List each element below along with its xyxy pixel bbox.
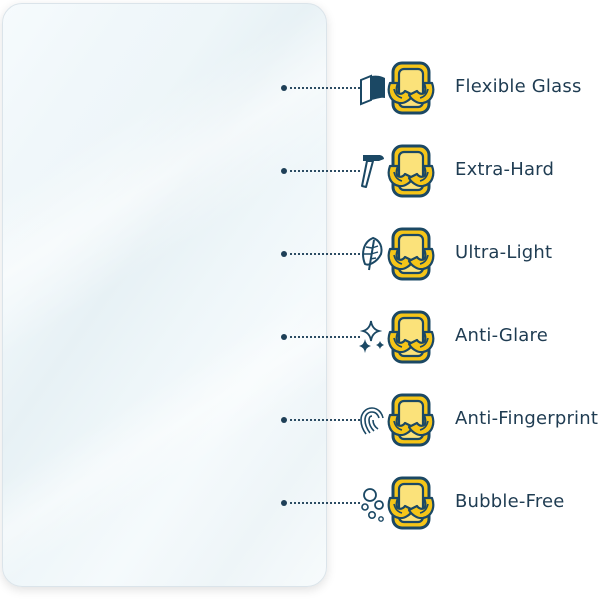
feature-label: Anti-Glare	[455, 325, 548, 346]
feature-anti-fingerprint: Anti-Fingerprint	[281, 392, 600, 448]
leader-dot	[281, 417, 287, 423]
feather-icon	[357, 232, 387, 276]
leader-dot	[281, 334, 287, 340]
leader-line	[290, 502, 360, 504]
feature-extra-hard: Extra-Hard	[281, 143, 600, 199]
feature-label: Ultra-Light	[455, 242, 553, 263]
feature-ultra-light: Ultra-Light	[281, 226, 600, 282]
protector-badge-icon	[385, 476, 437, 530]
feature-flexible-glass: Flexible Glass	[281, 60, 600, 116]
feature-bubble-free: Bubble-Free	[281, 475, 600, 531]
leader-dot	[281, 168, 287, 174]
hammer-icon	[357, 149, 387, 193]
bent-glass-icon	[357, 66, 387, 110]
bubbles-icon	[357, 481, 387, 525]
feature-anti-glare: Anti-Glare	[281, 309, 600, 365]
protector-badge-icon	[385, 144, 437, 198]
screen-protector-glass	[2, 3, 327, 587]
protector-badge-icon	[385, 393, 437, 447]
feature-label: Flexible Glass	[455, 76, 582, 97]
sparkle-icon	[357, 315, 387, 359]
protector-badge-icon	[385, 227, 437, 281]
leader-line	[290, 253, 360, 255]
protector-badge-icon	[385, 310, 437, 364]
leader-dot	[281, 251, 287, 257]
leader-dot	[281, 500, 287, 506]
leader-line	[290, 419, 360, 421]
fingerprint-icon	[357, 398, 387, 442]
leader-dot	[281, 85, 287, 91]
leader-line	[290, 336, 360, 338]
feature-label: Bubble-Free	[455, 491, 565, 512]
feature-label: Anti-Fingerprint	[455, 408, 599, 429]
leader-line	[290, 87, 360, 89]
leader-line	[290, 170, 360, 172]
feature-label: Extra-Hard	[455, 159, 555, 180]
protector-badge-icon	[385, 61, 437, 115]
